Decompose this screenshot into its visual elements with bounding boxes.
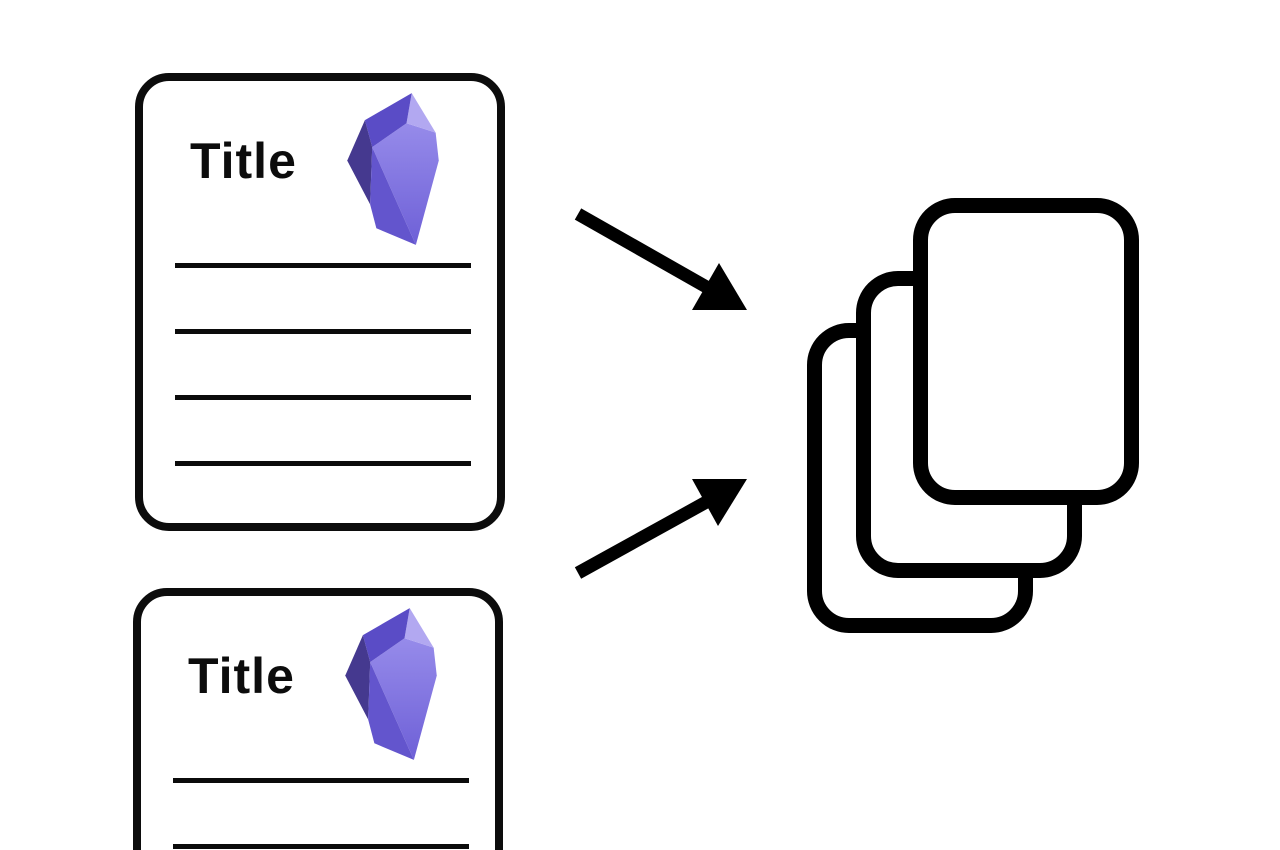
gem-facet xyxy=(370,638,437,760)
note-text-line xyxy=(175,263,471,268)
note-title: Title xyxy=(188,648,295,704)
note-body-lines xyxy=(173,778,469,850)
note-card-2: Title xyxy=(133,588,503,850)
arrow-head xyxy=(692,479,747,526)
obsidian-gem-icon xyxy=(345,608,437,760)
note-title: Title xyxy=(190,133,297,189)
note-text-line xyxy=(175,395,471,400)
arrow-up-right-icon xyxy=(574,479,747,579)
note-text-line xyxy=(173,778,469,783)
gem-facet xyxy=(370,147,416,245)
gem-facet xyxy=(372,123,439,245)
note-body-lines xyxy=(175,263,471,527)
note-text-line xyxy=(173,844,469,849)
arrow-shaft xyxy=(574,494,714,579)
flashcard-front xyxy=(913,198,1139,505)
gem-facet xyxy=(345,635,371,720)
note-card-1: Title xyxy=(135,73,505,531)
gem-facet xyxy=(404,608,434,648)
note-text-line xyxy=(175,329,471,334)
gem-facet xyxy=(406,93,436,133)
gem-facet xyxy=(364,93,412,148)
note-text-line xyxy=(175,461,471,466)
arrow-head xyxy=(692,263,747,310)
arrow-shaft xyxy=(574,208,714,295)
gem-facet xyxy=(347,120,373,205)
gem-facet xyxy=(362,608,410,663)
obsidian-gem-icon xyxy=(347,93,439,245)
arrow-down-right-icon xyxy=(574,208,747,310)
gem-facet xyxy=(368,662,414,760)
